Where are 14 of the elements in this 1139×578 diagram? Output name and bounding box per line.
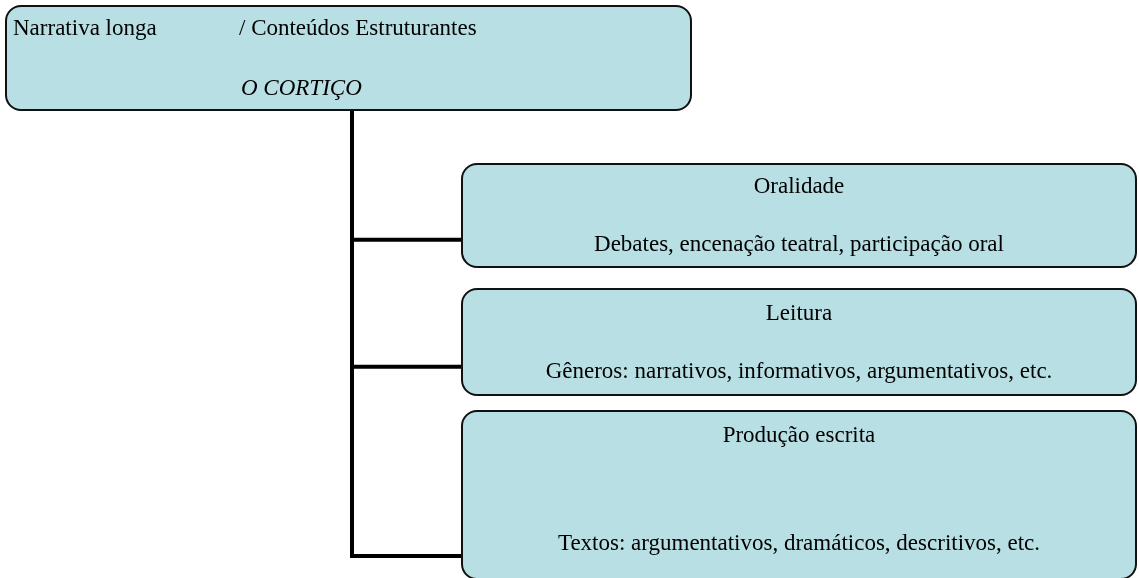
box-heading: Oralidade (752, 173, 846, 199)
subheading-text: / Conteúdos Estruturantes (239, 15, 477, 41)
box-heading: Leitura (764, 300, 834, 326)
heading-text: Narrativa longa (13, 15, 157, 41)
box-text: Gêneros: narrativos, informativos, argumentativos, etc. (544, 358, 1054, 384)
rounded-box (461, 410, 1137, 578)
box-text: Debates, encenação teatral, participação oral (593, 231, 1005, 257)
rounded-box (5, 5, 692, 111)
rounded-box (461, 163, 1137, 268)
connector-line (350, 111, 461, 558)
rounded-box (461, 288, 1137, 396)
box-heading: Produção escrita (721, 422, 877, 448)
title-text: O CORTIÇO (241, 75, 362, 101)
box-text: Textos: argumentativos, dramáticos, descritivos, etc. (556, 530, 1042, 556)
